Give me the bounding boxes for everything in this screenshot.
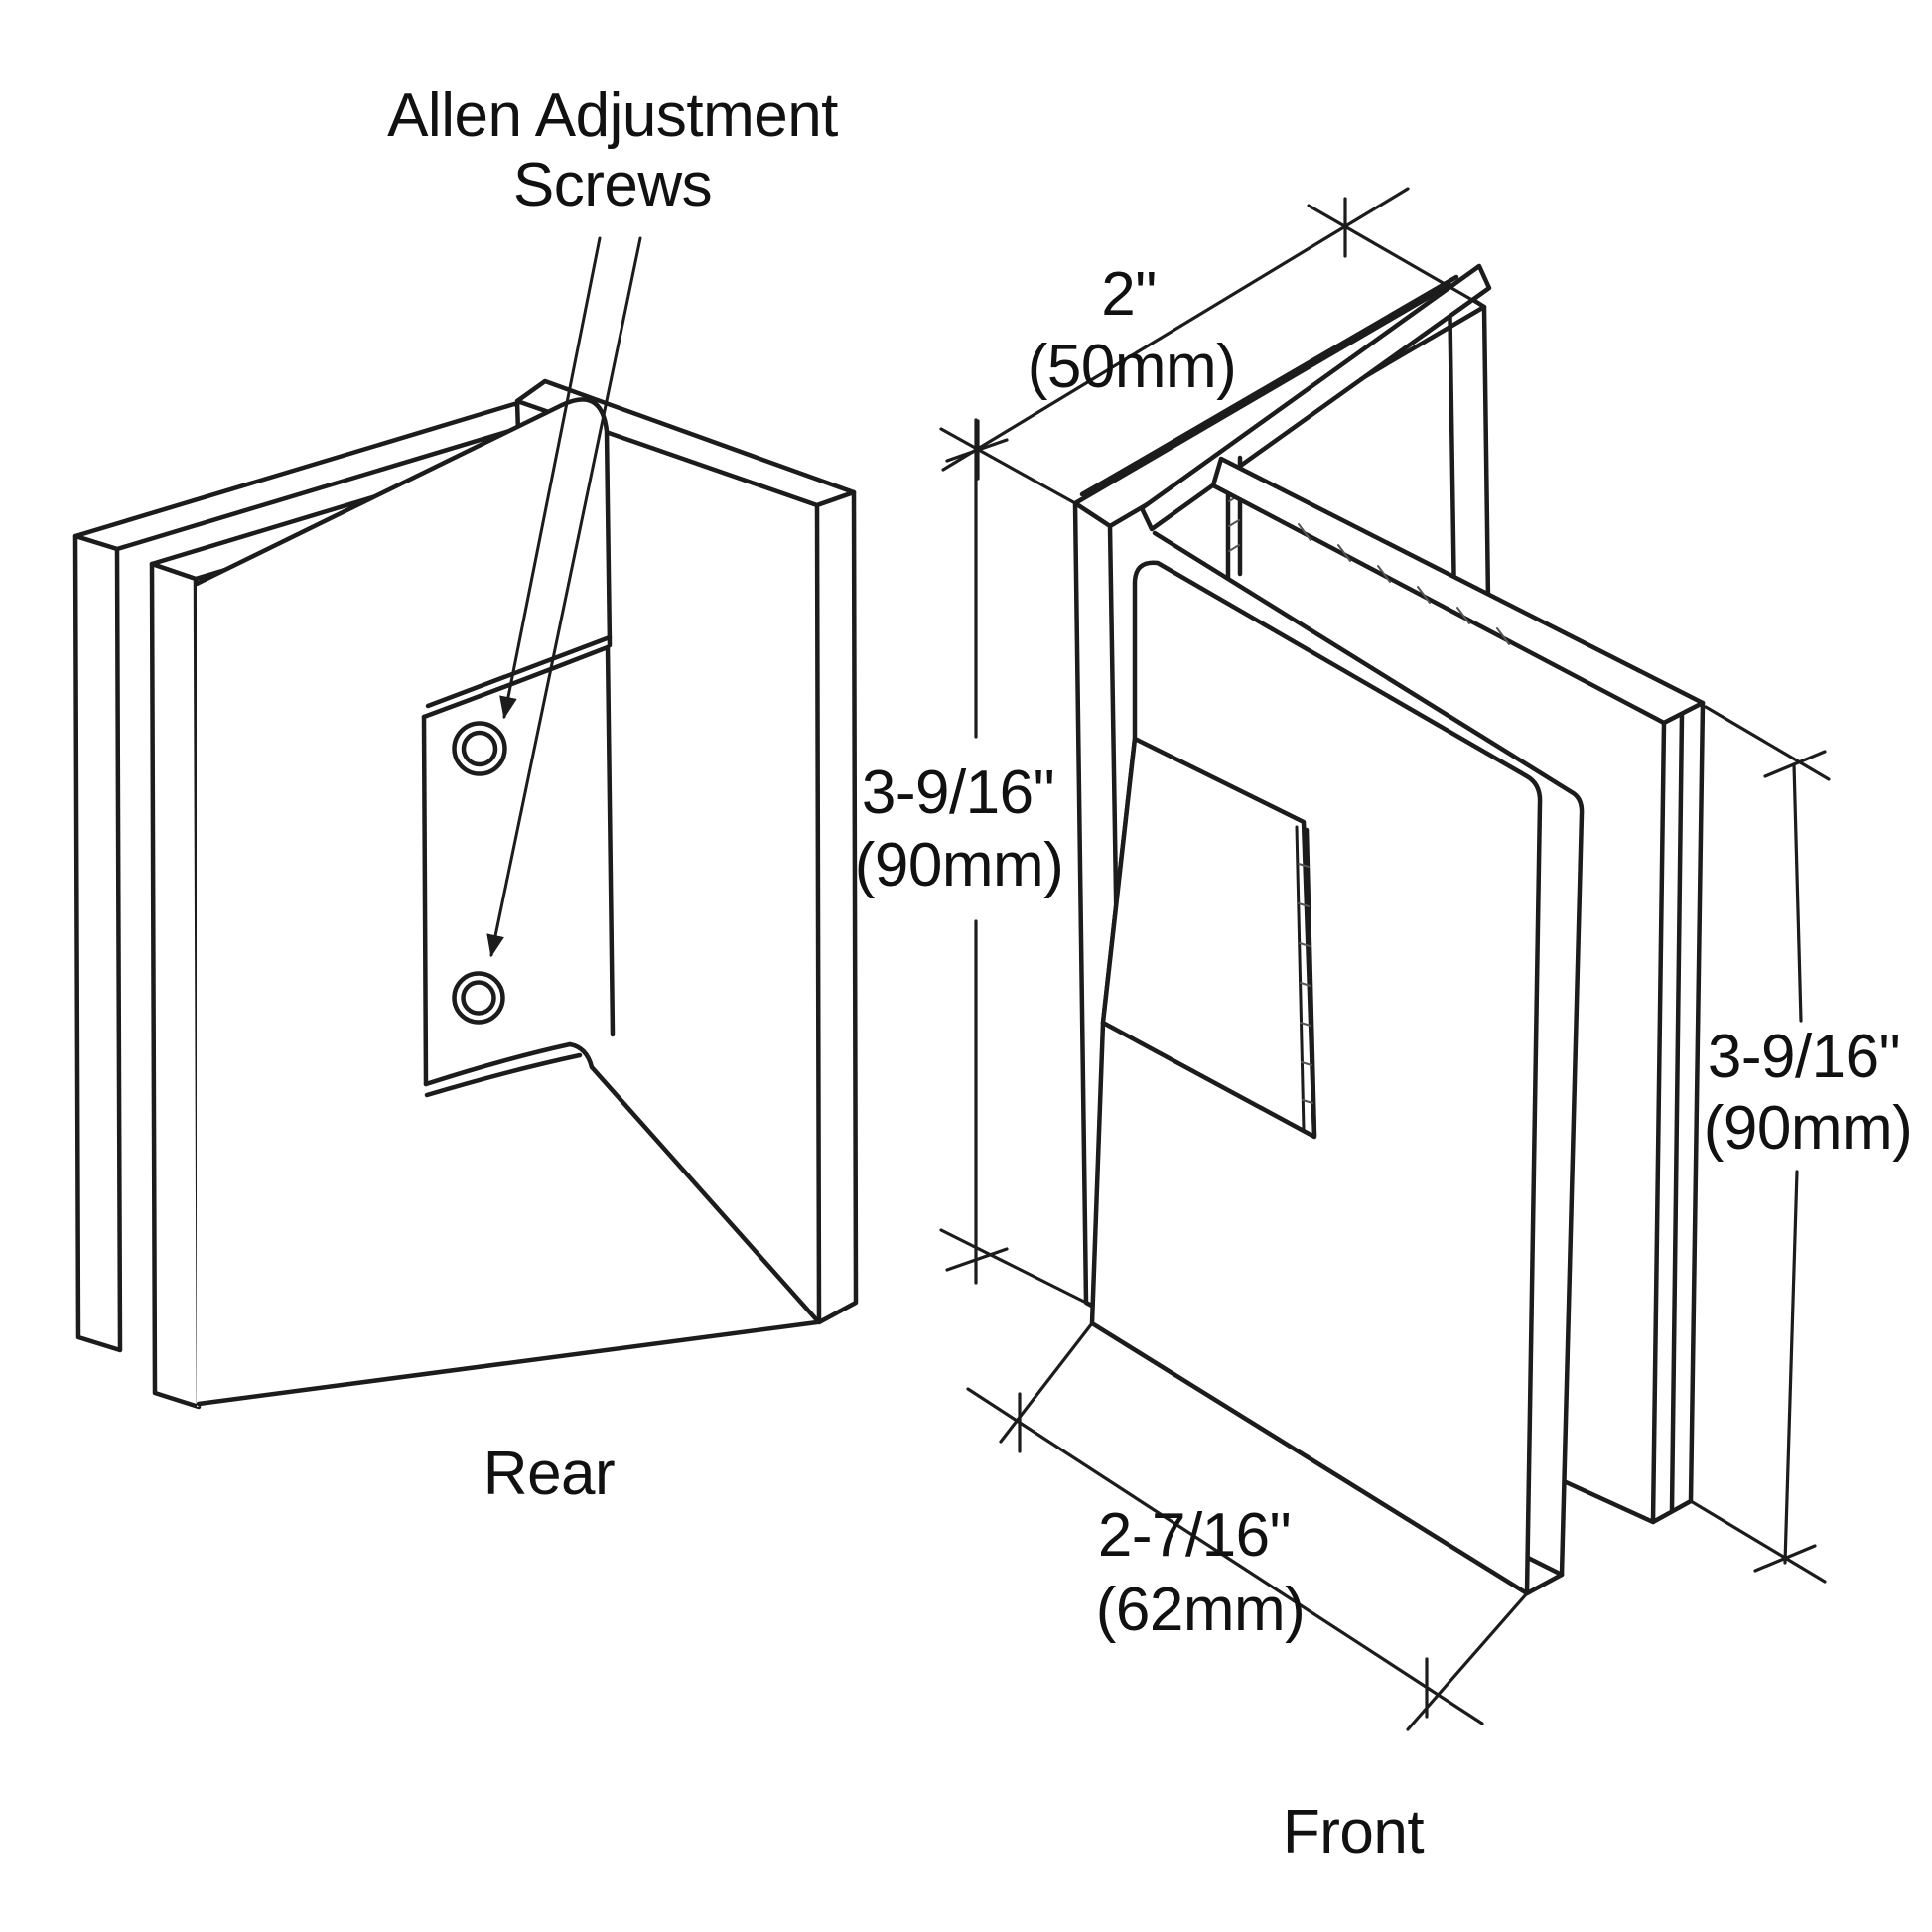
callout-line2: Screws [513,151,712,219]
dim-left-height-metric: (90mm) [855,831,1064,899]
callout-leader-arrows [486,236,642,958]
dim-bottom-width [966,1321,1529,1731]
rear-hinge-leaf [196,634,820,1407]
dim-top-width-inches: 2" [1101,260,1157,329]
callout-line1: Allen Adjustment [387,81,838,150]
glass-edge-in-window [1295,825,1317,1138]
dim-bottom-width-inches: 2-7/16" [1098,1501,1291,1570]
dim-left-height [939,418,1088,1305]
front-clamp-plate [1089,560,1543,1596]
allen-screw-lower [452,971,505,1025]
dim-top-width-metric: (50mm) [1028,333,1237,401]
rear-view-drawing [72,236,859,1410]
rear-back-clamp-plate [194,397,613,1407]
front-view-label: Front [1283,1798,1424,1866]
dim-bottom-width-metric: (62mm) [1096,1576,1306,1644]
dim-right-height-metric: (90mm) [1704,1094,1913,1163]
allen-screw-upper [452,721,507,776]
front-view-drawing [939,187,1831,1731]
dim-left-height-inches: 3-9/16" [862,759,1054,827]
rear-view-label: Rear [483,1440,615,1508]
dim-right-height [1689,705,1831,1584]
dim-right-height-inches: 3-9/16" [1708,1023,1900,1091]
